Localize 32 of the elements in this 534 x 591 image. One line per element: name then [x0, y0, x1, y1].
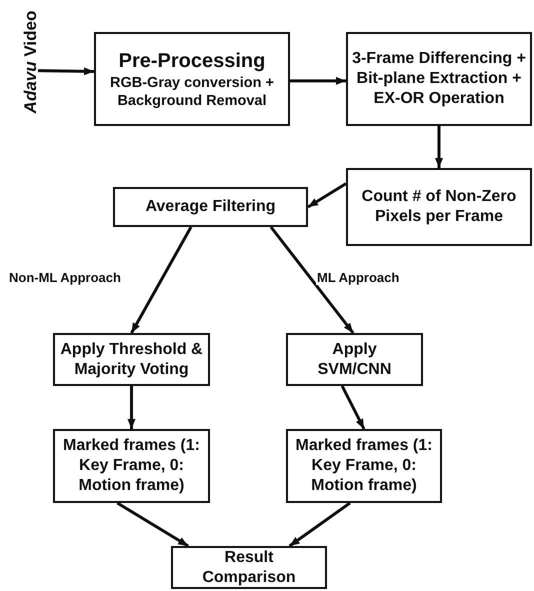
edge-label: ML Approach: [316, 270, 400, 285]
process-box: [286, 429, 442, 503]
arrow: [340, 385, 366, 430]
process-box: [53, 333, 210, 386]
arrow: [290, 76, 346, 85]
arrow: [270, 226, 354, 334]
step-text: Average Filtering: [145, 197, 276, 217]
process-box: [171, 546, 327, 589]
step-text: 3-Frame Differencing + Bit-plane Extraction + EX-OR Operation: [352, 49, 526, 109]
step-text: Apply SVM/CNN: [316, 340, 392, 380]
arrow: [288, 502, 351, 548]
arrow: [435, 126, 443, 168]
input-label: Adavu Video: [21, 10, 41, 114]
arrow: [128, 386, 136, 429]
process-box: [113, 187, 308, 227]
process-box: [94, 32, 290, 126]
arrow: [38, 67, 94, 76]
step-text: Count # of Non-Zero Pixels per Frame: [360, 187, 518, 227]
box-heading: Pre-Processing: [118, 48, 266, 74]
box-description: RGB-Gray conversion + Background Removal: [109, 74, 275, 110]
step-text: Marked frames (1: Key Frame, 0: Motion frame): [62, 436, 201, 496]
arrow: [116, 502, 189, 548]
arrow: [130, 226, 192, 334]
arrow: [307, 182, 347, 208]
process-box: [53, 429, 210, 503]
step-text: Apply Threshold & Majority Voting: [59, 340, 204, 380]
process-box: [346, 32, 532, 126]
process-box: [346, 168, 532, 246]
process-box: [286, 333, 423, 386]
step-text: Result Comparison: [201, 548, 297, 588]
step-text: Marked frames (1: Key Frame, 0: Motion frame): [294, 436, 434, 496]
edge-label: Non-ML Approach: [8, 270, 122, 285]
